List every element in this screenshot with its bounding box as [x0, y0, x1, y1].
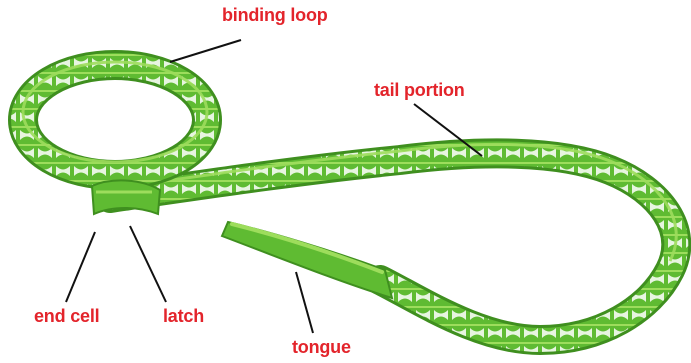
label-tongue: tongue: [292, 337, 351, 358]
leader-latch: [130, 226, 166, 302]
leader-tongue: [296, 272, 313, 333]
label-latch: latch: [163, 306, 204, 327]
leader-binding-loop: [170, 40, 241, 62]
label-end-cell: end cell: [34, 306, 99, 327]
binding-loop: [23, 62, 207, 175]
leader-end-cell: [66, 232, 95, 302]
label-binding-loop: binding loop: [222, 5, 328, 26]
label-tail-portion: tail portion: [374, 80, 465, 101]
latch-junction: [92, 180, 160, 214]
tongue: [222, 222, 392, 298]
